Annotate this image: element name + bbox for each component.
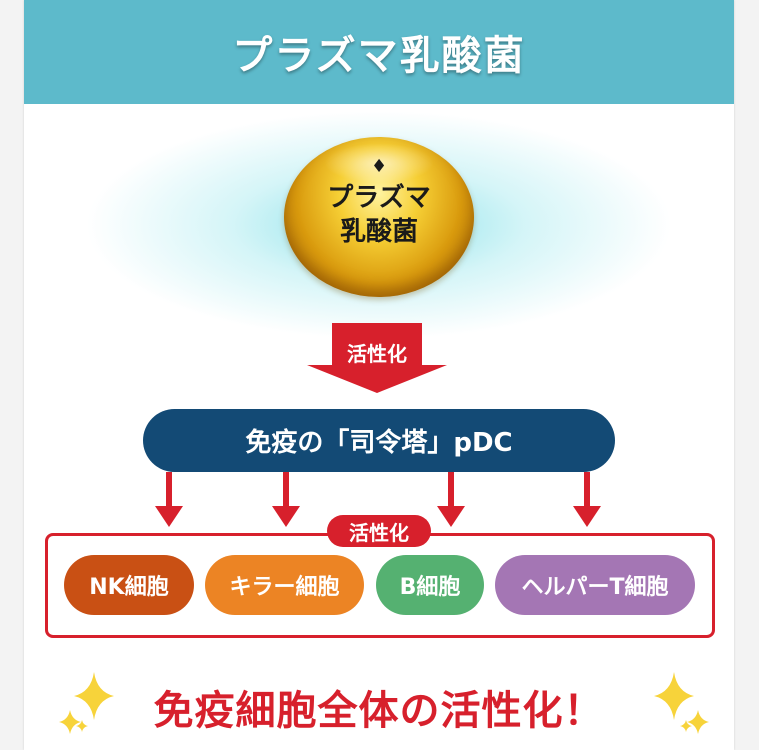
sparkle-icon-right (654, 672, 709, 734)
lactic-acid-capsule: ♦ プラズマ 乳酸菌 (284, 137, 474, 297)
arrow-down-icon-1 (155, 472, 183, 527)
cell-pill-killer: キラー細胞 (205, 555, 364, 615)
infographic-card: プラズマ乳酸菌 ♦ プラズマ 乳酸菌 活性化 免疫の「司令塔」pDC (24, 0, 734, 750)
capsule-shine (324, 143, 434, 183)
pdc-label: 免疫の「司令塔」pDC (245, 428, 513, 458)
arrow-down-icon-2 (272, 472, 300, 527)
diamond-icon: ♦ (371, 156, 388, 177)
arrow-down-icon-3 (437, 472, 465, 527)
cell-pill-b: B細胞 (376, 555, 484, 615)
capsule-label: プラズマ 乳酸菌 (284, 181, 474, 249)
activation-arrow-icon (307, 323, 447, 393)
header-banner: プラズマ乳酸菌 (24, 0, 734, 104)
cell-pill-nk: NK細胞 (64, 555, 194, 615)
branch-arrows (155, 472, 601, 527)
sparkle-icon-left (59, 672, 114, 734)
pdc-pill: 免疫の「司令塔」pDC (143, 409, 615, 472)
capsule-label-line1: プラズマ (327, 183, 431, 213)
conclusion-text: 免疫細胞全体の活性化！ (153, 688, 605, 734)
cells-activation-badge: 活性化 (327, 515, 431, 547)
cell-pill-helper-t: ヘルパーT細胞 (495, 555, 695, 615)
activation-arrow-label: 活性化 (347, 342, 407, 366)
capsule-label-line2: 乳酸菌 (339, 217, 418, 247)
arrow-down-icon-4 (573, 472, 601, 527)
header-title: プラズマ乳酸菌 (232, 33, 526, 79)
conclusion-line: 免疫細胞全体の活性化！ (24, 672, 734, 742)
